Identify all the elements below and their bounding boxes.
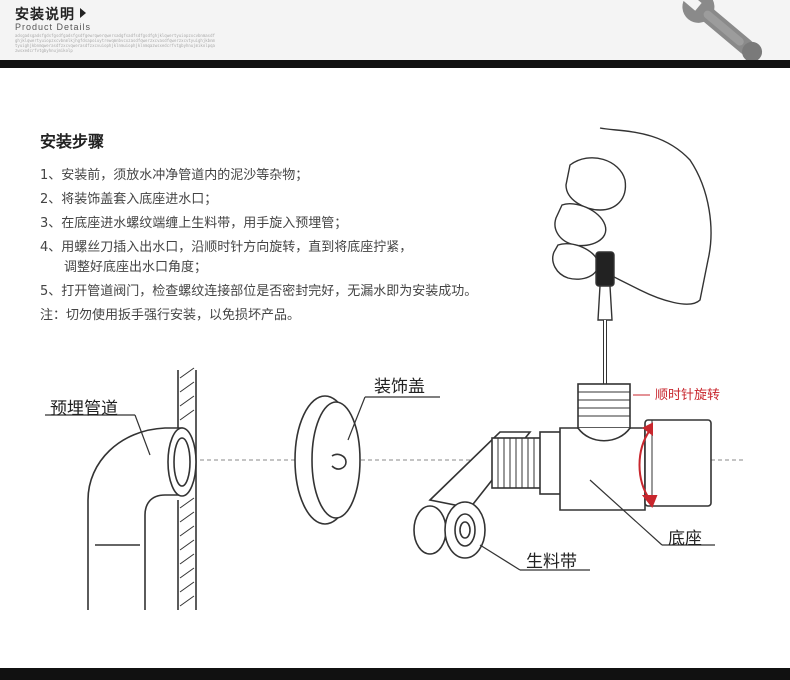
label-decorative-cover: 装饰盖 bbox=[374, 377, 425, 397]
valve-base-icon bbox=[491, 383, 712, 511]
header-fine-print: adsgadsgadsfgdsfgsdfgadsfgsdfgewrqwerqwe… bbox=[15, 33, 215, 53]
hand-screwdriver-icon bbox=[552, 127, 712, 321]
step-item: 4、用螺丝刀插入出水口，沿顺时针方向旋转，直到将底座拧紧， bbox=[40, 240, 413, 255]
decorative-cover-icon bbox=[294, 395, 361, 525]
rotation-arrow-icon bbox=[638, 422, 658, 508]
step-item: 5、打开管道阀门，检查螺纹连接部位是否密封完好，无漏水即为安装成功。 bbox=[40, 284, 478, 299]
header-title: 安装说明 bbox=[15, 7, 75, 23]
label-valve-base: 底座 bbox=[668, 529, 702, 549]
header-divider-bar bbox=[0, 60, 790, 68]
step-item: 3、在底座进水螺纹端缠上生料带，用手旋入预埋管； bbox=[40, 216, 348, 231]
step-item: 2、将装饰盖套入底座进水口； bbox=[40, 192, 218, 207]
header-arrow-icon bbox=[80, 8, 86, 18]
label-embedded-pipe: 预埋管道 bbox=[50, 399, 118, 419]
embedded-pipe-icon bbox=[87, 427, 197, 610]
label-teflon-tape: 生料带 bbox=[526, 552, 577, 572]
footer-bar bbox=[0, 668, 790, 680]
warning-note: 注：切勿使用扳手强行安装，以免损坏产品。 bbox=[40, 308, 301, 323]
tape-label-leader bbox=[479, 544, 521, 571]
label-clockwise-rotation: 顺时针旋转 bbox=[655, 388, 721, 403]
wrench-icon bbox=[681, 0, 763, 60]
header-subtitle: Product Details bbox=[15, 22, 92, 32]
step-item-continuation: 调整好底座出水口角度； bbox=[64, 260, 208, 275]
section-title: 安装步骤 bbox=[40, 132, 105, 151]
base-label-leader bbox=[589, 479, 663, 546]
wall-icon bbox=[177, 367, 197, 610]
header-banner: 安装说明 Product Details adsgadsgadsfgdsfgsd… bbox=[0, 0, 790, 60]
step-item: 1、安装前，须放水冲净管道内的泥沙等杂物； bbox=[40, 168, 309, 183]
